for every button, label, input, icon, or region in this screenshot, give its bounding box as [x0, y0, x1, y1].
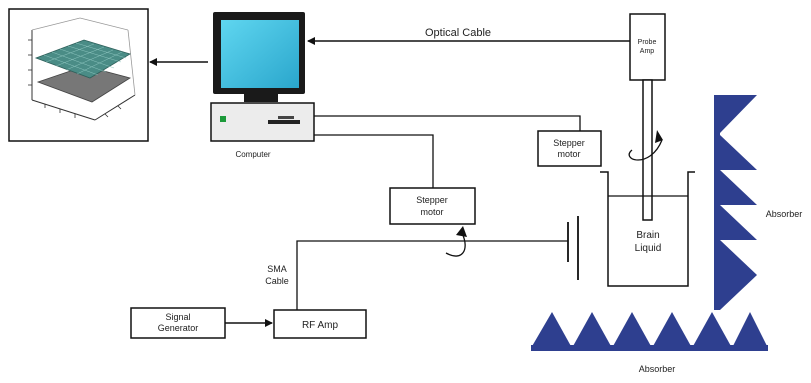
stepper-motor-left-box — [389, 187, 476, 225]
liquid-container — [600, 171, 695, 287]
rf-amp-label: RF Amp — [302, 320, 339, 331]
antenna-rotation-arrowhead — [456, 226, 467, 237]
stepper-motor-left-label-line2: motor — [420, 207, 443, 217]
sma-cable-label-line1: SMA — [267, 264, 287, 274]
computer-label: Computer — [235, 150, 270, 159]
signal-generator-box — [130, 307, 226, 339]
computer-case — [210, 102, 315, 142]
3d-plot-thumbnail — [8, 8, 149, 142]
signal-generator-label-line1: Signal — [165, 312, 190, 322]
stepper-motor-right-label-line2: motor — [557, 149, 580, 159]
optical-cable-label: Optical Cable — [425, 27, 491, 39]
computer-to-stepper-right-line — [314, 115, 581, 131]
sma-cable-label-line2: Cable — [265, 276, 289, 286]
probe-shaft — [642, 79, 653, 221]
stepper-motor-left-label-line1: Stepper — [416, 195, 448, 205]
absorber-right — [714, 95, 757, 310]
absorber-bottom-label: Absorber — [639, 364, 676, 374]
probe-amp-label-line1: Probe — [638, 39, 657, 46]
brain-liquid-label-line2: Liquid — [635, 243, 662, 254]
stepper-motor-right-box — [537, 130, 602, 167]
stepper-motor-right-label-line1: Stepper — [553, 138, 585, 148]
probe-amp-box — [629, 13, 666, 81]
probe-rotation-arrowhead — [655, 130, 663, 143]
sma-cable-line — [296, 240, 568, 310]
signal-generator-label-line2: Generator — [158, 323, 199, 333]
absorber-bottom — [531, 312, 768, 351]
rf-amp-box — [273, 309, 367, 339]
probe-rotation-arc — [628, 139, 663, 161]
computer-monitor — [213, 12, 305, 102]
brain-liquid-label-line1: Brain — [636, 230, 659, 241]
absorber-right-label: Absorber — [766, 209, 803, 219]
antenna-rotation-arc — [445, 232, 466, 257]
probe-amp-label-line2: Amp — [640, 48, 655, 55]
computer-to-stepper-left-line — [314, 134, 434, 188]
